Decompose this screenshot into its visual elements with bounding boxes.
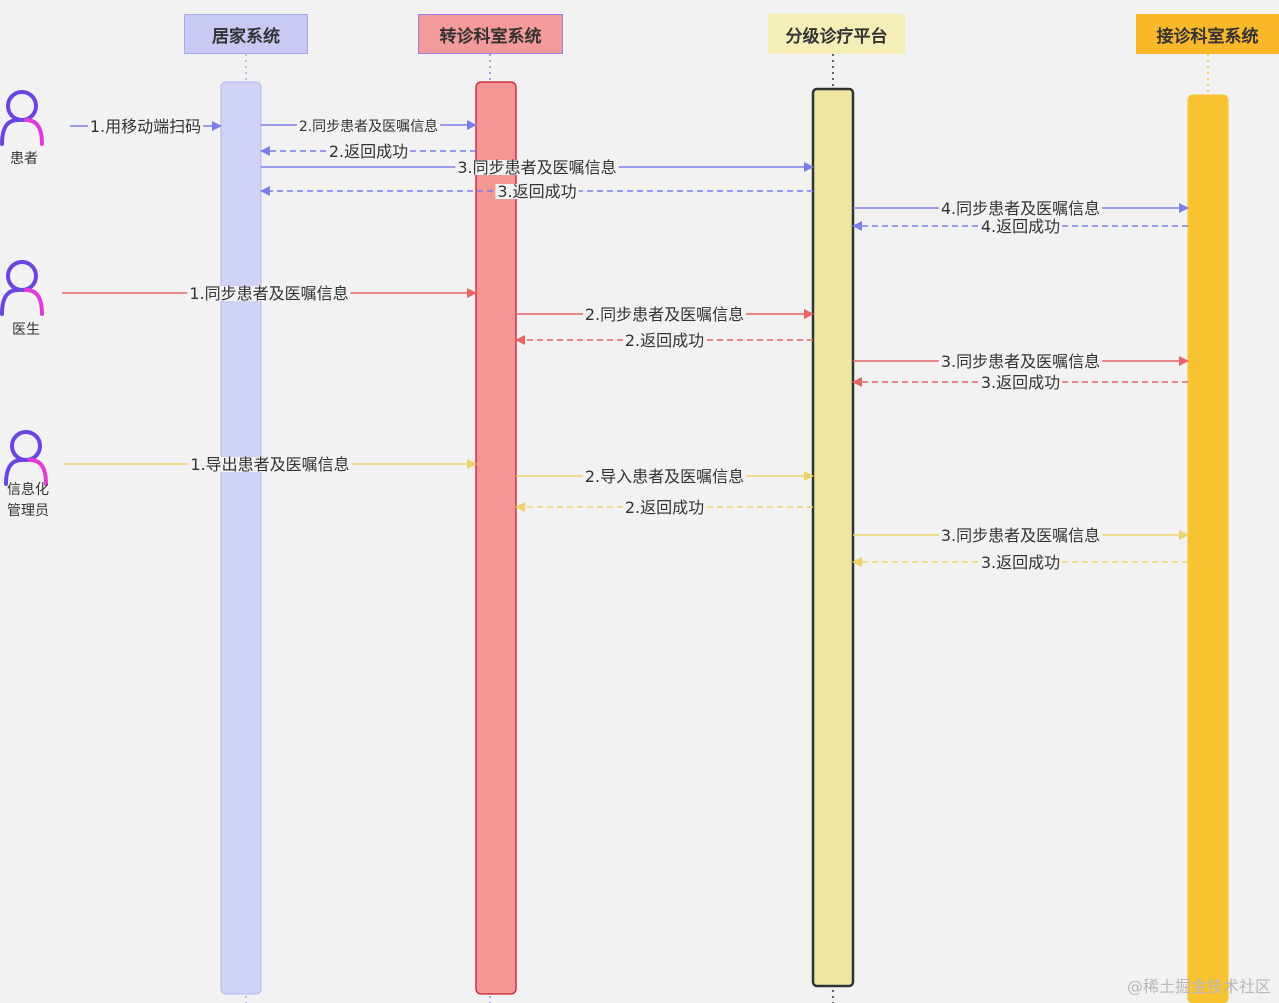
message-arrow: 3.同步患者及医嘱信息 (853, 526, 1189, 545)
actor-label-line: 管理员 (7, 503, 49, 519)
message-label: 2.返回成功 (625, 498, 704, 517)
message-label-bg (978, 375, 1063, 390)
actor-label-it-admin: 信息化 管理员 (2, 480, 54, 522)
message-arrow: 4.返回成功 (852, 217, 1188, 236)
message-label: 3.同步患者及医嘱信息 (941, 526, 1100, 545)
activation-bar-referral (475, 81, 517, 995)
message-arrow: 3.返回成功 (852, 373, 1188, 392)
message-arrow: 3.返回成功 (260, 182, 813, 201)
message-label: 4.同步患者及医嘱信息 (941, 199, 1100, 218)
message-label-bg (455, 160, 619, 175)
message-label-bg (326, 144, 411, 159)
actor-label-line: 患者 (10, 151, 38, 167)
message-label-bg (582, 469, 747, 484)
activation-bar-platform (811, 87, 855, 988)
message-label: 2.导入患者及医嘱信息 (585, 467, 744, 486)
message-label: 3.返回成功 (497, 182, 576, 201)
message-label-bg (188, 457, 352, 472)
message-label-bg (938, 201, 1103, 216)
message-arrow: 3.同步患者及医嘱信息 (853, 352, 1189, 371)
message-label: 3.返回成功 (981, 553, 1060, 572)
message-arrow: 2.返回成功 (515, 498, 813, 517)
message-arrow: 3.同步患者及医嘱信息 (261, 158, 814, 177)
message-label-bg (978, 555, 1063, 570)
participant-header-home: 居家系统 (184, 14, 308, 54)
message-arrow: 2.返回成功 (260, 142, 476, 161)
message-label-bg (622, 500, 707, 515)
actor-label-line: 信息化 (7, 482, 49, 498)
message-label: 3.同步患者及医嘱信息 (457, 158, 616, 177)
message-label: 1.用移动端扫码 (90, 117, 201, 136)
message-label-bg (296, 120, 441, 133)
message-label: 3.返回成功 (981, 373, 1060, 392)
message-arrow: 1.用移动端扫码 (70, 117, 222, 136)
message-label: 2.返回成功 (625, 331, 704, 350)
message-label: 2.同步患者及医嘱信息 (585, 305, 744, 324)
message-arrow: 2.同步患者及医嘱信息 (516, 305, 814, 324)
message-label-bg (582, 307, 747, 322)
person-icon (0, 90, 44, 146)
message-label: 2.同步患者及医嘱信息 (299, 118, 438, 135)
message-label-bg (622, 333, 707, 348)
message-arrow: 4.同步患者及医嘱信息 (853, 199, 1189, 218)
message-label-bg (978, 219, 1063, 234)
person-icon (0, 260, 44, 316)
person-icon (4, 430, 48, 486)
message-arrow: 2.同步患者及医嘱信息 (261, 118, 477, 135)
actor-label-patient: 患者 (2, 149, 46, 170)
message-label: 1.同步患者及医嘱信息 (189, 284, 348, 303)
message-label: 3.同步患者及医嘱信息 (941, 352, 1100, 371)
message-label-bg (187, 286, 351, 301)
message-arrow: 3.返回成功 (852, 553, 1188, 572)
message-arrow: 1.导出患者及医嘱信息 (64, 455, 477, 474)
participant-header-receiving: 接诊科室系统 (1136, 14, 1279, 54)
message-arrow: 2.导入患者及医嘱信息 (516, 467, 814, 486)
message-arrow: 2.返回成功 (515, 331, 813, 350)
message-label: 2.返回成功 (329, 142, 408, 161)
actor-label-doctor: 医生 (4, 320, 48, 341)
message-arrow: 1.同步患者及医嘱信息 (62, 284, 477, 303)
message-label-bg (938, 354, 1103, 369)
message-label-bg (938, 528, 1103, 543)
participant-header-platform: 分级诊疗平台 (768, 14, 905, 54)
activation-bar-receiving (1187, 94, 1229, 1003)
message-label: 4.返回成功 (981, 217, 1060, 236)
message-label: 1.导出患者及医嘱信息 (190, 455, 349, 474)
message-label-bg (87, 119, 204, 134)
watermark: @稀土掘金技术社区 (1126, 977, 1271, 996)
actor-label-line: 医生 (12, 322, 40, 338)
message-label-bg (495, 184, 579, 199)
participant-header-referral: 转诊科室系统 (418, 14, 563, 54)
activation-bar-home (220, 81, 262, 995)
